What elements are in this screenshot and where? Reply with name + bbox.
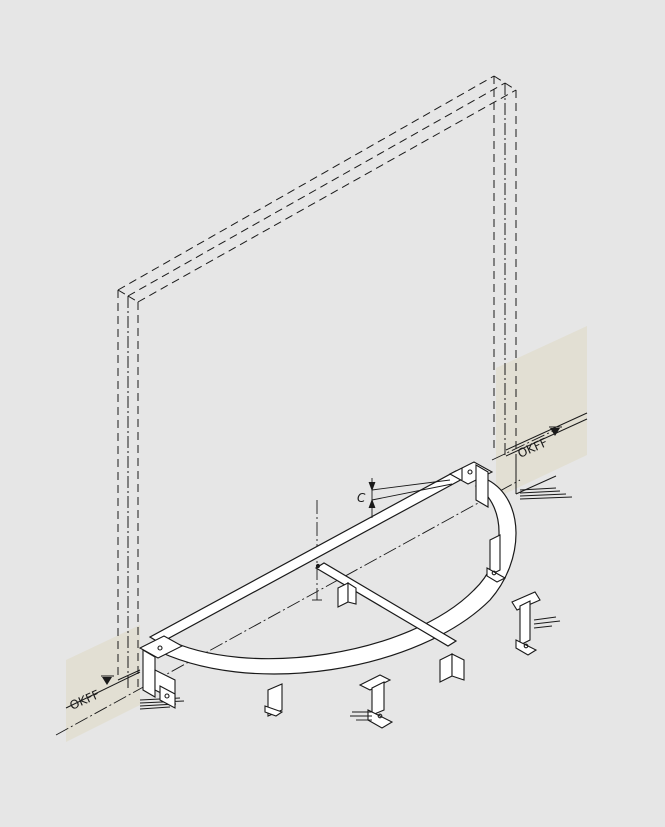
base-frame	[148, 470, 517, 675]
corner-bracket-left	[138, 635, 184, 709]
frame-center-point	[315, 563, 321, 569]
floor-zone-right	[496, 326, 587, 498]
dimension-c-label: C	[357, 491, 366, 505]
support-foot	[439, 653, 465, 683]
support-foot	[350, 674, 394, 729]
support-foot	[486, 534, 507, 583]
support-foot	[511, 591, 561, 656]
support-feet	[264, 534, 561, 729]
dimension-c: C	[357, 478, 453, 518]
corner-bracket-right	[448, 461, 494, 508]
level-triangle-right-icon	[550, 428, 560, 436]
wall-footing-right	[505, 412, 588, 500]
dimension-arrow-icon	[368, 498, 376, 509]
frame-straight-beam	[148, 470, 468, 644]
support-foot	[337, 582, 357, 608]
dimension-arrow-icon	[368, 481, 376, 492]
support-foot	[264, 683, 284, 717]
level-triangle-left-icon	[102, 677, 112, 685]
frame-cross-beam	[314, 562, 458, 647]
floor-zone-left	[66, 625, 140, 742]
floor-zones	[66, 326, 587, 742]
wall-outline	[117, 75, 517, 690]
